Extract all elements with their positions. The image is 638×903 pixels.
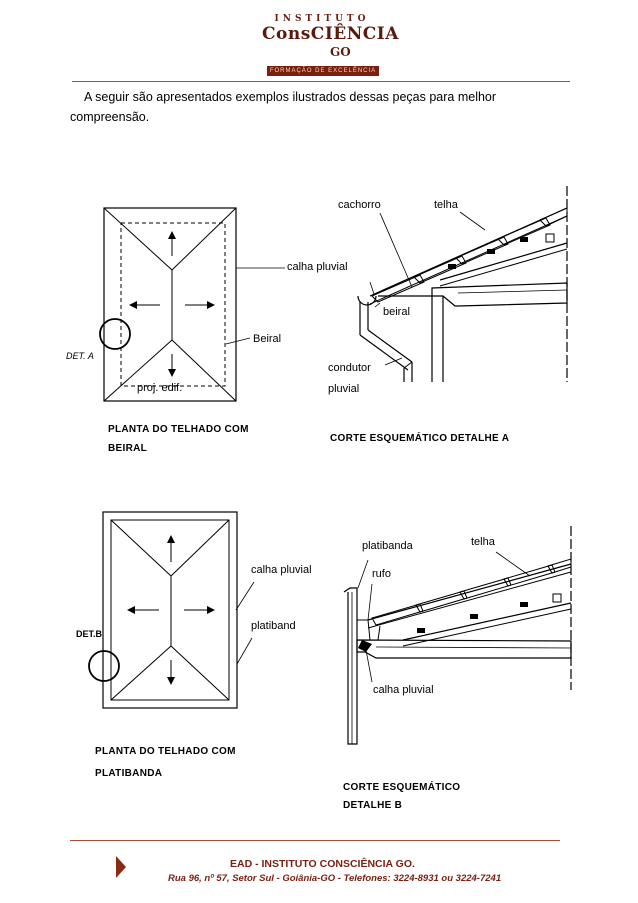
logo-text-consciencia: ConsCIÊNCIA [262,24,399,44]
telha-label-a: telha [434,199,458,211]
plan-b-caption-line1: PLANTA DO TELHADO COM [95,746,236,757]
det-a-label: DET. A [66,351,94,361]
cachorro-label: cachorro [338,199,381,211]
footer-arrow-icon [116,856,126,878]
calha-pluvial-label-a: calha pluvial [287,261,348,273]
section-a-drawing [357,186,568,382]
plan-b-drawing [88,511,255,709]
plan-a-caption-line2: BEIRAL [108,443,148,454]
footer-rule [70,840,560,841]
footer-title: EAD - INSTITUTO CONSCIÊNCIA GO. [230,858,415,870]
beiral-plan-label: Beiral [253,333,282,345]
intro-paragraph: A seguir são apresentados exemplos ilust… [70,87,590,127]
det-b-label: DET.B [76,629,103,639]
platiband-label: platiband [251,620,296,632]
logo-tagline: FORMAÇÃO DE EXCELÊNCIA [267,66,379,76]
plan-b-caption-line2: PLATIBANDA [95,768,163,779]
header-rule [72,81,570,82]
section-b-drawing [343,526,572,745]
plan-a-drawing [99,207,285,402]
condutor-label: condutor [328,362,371,374]
logo-text-instituto: INSTITUTO [274,14,370,24]
proj-edif-label: proj. edif. [137,382,183,394]
telha-label-b: telha [471,536,495,548]
calha-pluvial-label-b: calha pluvial [251,564,312,576]
logo-text-go: GO [330,45,351,59]
footer-address: Rua 96, nº 57, Setor Sul - Goiânia-GO - … [168,873,502,884]
plan-a-caption-line1: PLANTA DO TELHADO COM [108,424,249,435]
section-a-caption: CORTE ESQUEMÁTICO DETALHE A [330,433,510,444]
intro-line-2: compreensão. [70,110,150,124]
platibanda-label: platibanda [362,540,413,552]
pluvial-label: pluvial [328,383,360,395]
rufo-label: rufo [372,568,391,580]
calha-pluvial-section-label: calha pluvial [373,684,434,696]
beiral-section-label: beiral [383,306,410,318]
section-b-caption-line1: CORTE ESQUEMÁTICO [343,782,461,793]
section-b-caption-line2: DETALHE B [343,800,403,809]
intro-line-1: A seguir são apresentados exemplos ilust… [84,90,497,104]
